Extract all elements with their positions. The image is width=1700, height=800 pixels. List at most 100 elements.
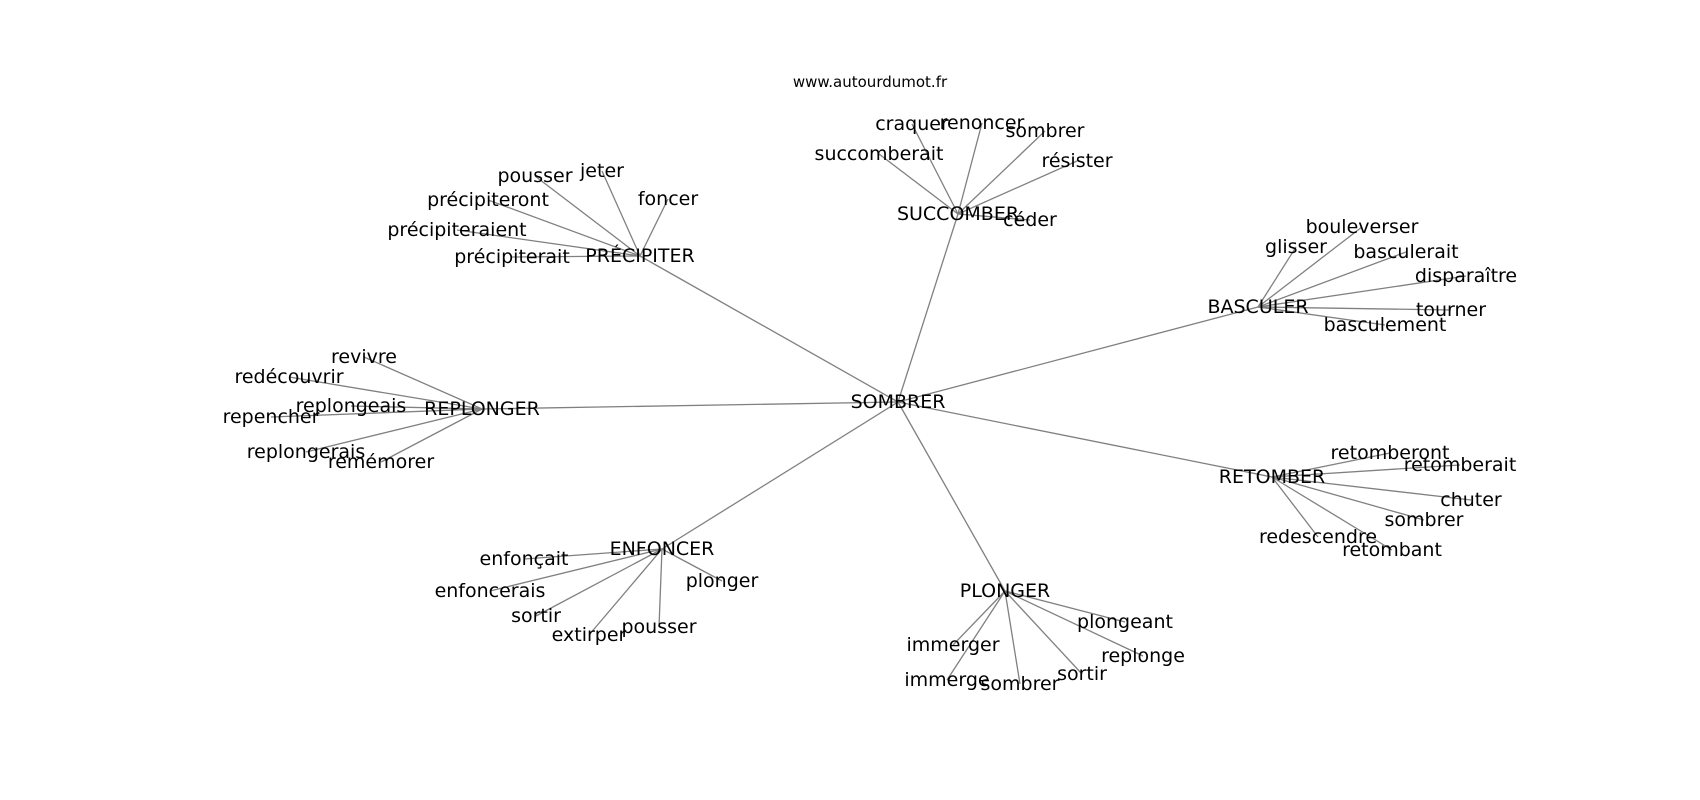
hub-node-label: PLONGER (960, 580, 1050, 602)
edge-hub-leaf (1004, 590, 1144, 657)
leaf-node-label: pousser (621, 616, 696, 638)
leaf-node-label: enfoncerais (435, 580, 546, 602)
leaf-node-label: extirper (552, 624, 627, 646)
leaf-node-label: précipiteraient (387, 219, 526, 241)
leaf-node-label: immerge (904, 669, 989, 691)
hub-node-label: RETOMBER (1219, 466, 1325, 488)
edge-center-hub (897, 401, 1006, 592)
edge-hub-leaf (1271, 476, 1472, 501)
edge-hub-leaf (1257, 246, 1297, 308)
edge-hub-leaf (658, 548, 663, 628)
edge-hub-leaf (1271, 476, 1425, 521)
edge-hub-leaf (1004, 590, 1083, 675)
hub-node-label: BASCULER (1207, 296, 1308, 318)
watermark-text: www.autourdumot.fr (793, 73, 948, 91)
edge-hub-leaf (1271, 464, 1461, 478)
leaf-node-label: plongeant (1077, 611, 1173, 633)
leaf-node-label: jeter (579, 160, 624, 182)
edge-hub-leaf (511, 255, 641, 258)
leaf-node-label: retomberait (1404, 454, 1517, 476)
edge-hub-leaf (1271, 476, 1319, 538)
leaf-node-label: renoncer (940, 112, 1025, 134)
edge-center-hub (897, 401, 1273, 478)
edge-center-hub (639, 255, 899, 403)
leaf-node-label: céder (1003, 209, 1057, 231)
leaf-node-label: revivre (331, 346, 397, 368)
leaf-node-label: basculerait (1353, 241, 1458, 263)
leaf-node-label: foncer (638, 188, 698, 210)
edge-center-hub (661, 401, 899, 550)
edge-hub-leaf (534, 175, 641, 257)
leaf-node-label: replongerais (247, 441, 365, 463)
leaf-node-label: remémorer (328, 451, 434, 473)
leaf-node-label: replonge (1101, 645, 1185, 667)
edge-hub-leaf (911, 123, 959, 215)
leaf-node-label: succomberait (815, 143, 944, 165)
leaf-node-label: sombrer (981, 673, 1060, 695)
edge-hub-leaf (957, 160, 1078, 215)
edge-hub-leaf (601, 170, 641, 257)
leaf-node-label: chuter (1440, 489, 1502, 511)
leaf-node-label: sortir (511, 605, 561, 627)
leaf-node-label: enfonçait (480, 548, 569, 570)
edge-hub-leaf (588, 548, 663, 636)
edge-hub-leaf (380, 408, 483, 463)
leaf-node-label: sortir (1057, 663, 1107, 685)
edge-hub-leaf (487, 199, 641, 257)
edge-center-hub (897, 306, 1259, 403)
edge-hub-leaf (661, 548, 723, 582)
leaf-node-label: glisser (1265, 236, 1327, 258)
hub-node-label: SUCCOMBER (897, 203, 1019, 225)
leaf-node-label: bouleverser (1306, 216, 1419, 238)
leaf-node-label: immerger (906, 634, 999, 656)
leaf-node-label: redescendre (1259, 526, 1377, 548)
edge-hub-leaf (288, 376, 483, 410)
leaf-node-label: plonger (686, 570, 759, 592)
edge-center-hub (897, 213, 959, 403)
leaf-node-label: précipiteront (427, 189, 549, 211)
edge-hub-leaf (1271, 476, 1393, 551)
leaf-node-label: replongeais (296, 395, 407, 417)
leaf-node-label: disparaître (1415, 265, 1517, 287)
edge-hub-leaf (1257, 275, 1467, 308)
edge-hub-leaf (957, 122, 983, 215)
edge-hub-leaf (1004, 590, 1021, 685)
edge-hub-leaf (1257, 226, 1363, 308)
edge-hub-leaf (1271, 452, 1391, 478)
edge-hub-leaf (639, 198, 669, 257)
edge-hub-leaf (878, 153, 959, 215)
leaf-node-label: retombant (1342, 539, 1442, 561)
leaf-node-label: pousser (497, 165, 572, 187)
edge-hub-leaf (952, 590, 1006, 646)
leaf-node-label: redécouvrir (234, 366, 343, 388)
leaf-node-label: résister (1041, 150, 1112, 172)
leaf-node-label: craquer (875, 113, 949, 135)
leaf-node-label: sombrer (1006, 120, 1085, 142)
edge-hub-leaf (957, 213, 1031, 221)
edge-hub-leaf (1257, 306, 1452, 311)
edge-hub-leaf (1004, 590, 1126, 623)
edge-hub-leaf (489, 548, 663, 592)
leaf-node-label: sombrer (1385, 509, 1464, 531)
edge-center-hub (481, 401, 899, 410)
edge-hub-leaf (1257, 251, 1407, 308)
hub-node-label: ENFONCER (610, 538, 715, 560)
edge-hub-leaf (305, 408, 483, 453)
edge-hub-leaf (363, 356, 483, 410)
graph-labels: www.autourdumot.fr SOMBRER PRÉCIPITER pous… (223, 73, 1518, 695)
edge-hub-leaf (270, 408, 483, 418)
edge-hub-leaf (957, 130, 1046, 215)
leaf-node-label: tourner (1416, 299, 1486, 321)
leaf-node-label: retomberont (1331, 442, 1450, 464)
edge-hub-leaf (1257, 306, 1386, 326)
hub-node-label: PRÉCIPITER (585, 244, 694, 267)
graph-edges (270, 122, 1472, 685)
leaf-node-label: repencher (223, 406, 320, 428)
hub-node-label: REPLONGER (424, 398, 540, 420)
edge-hub-leaf (946, 590, 1006, 681)
edge-hub-leaf (535, 548, 663, 617)
edge-hub-leaf (350, 405, 483, 410)
edge-hub-leaf (456, 229, 641, 257)
center-node-label: SOMBRER (851, 391, 946, 413)
